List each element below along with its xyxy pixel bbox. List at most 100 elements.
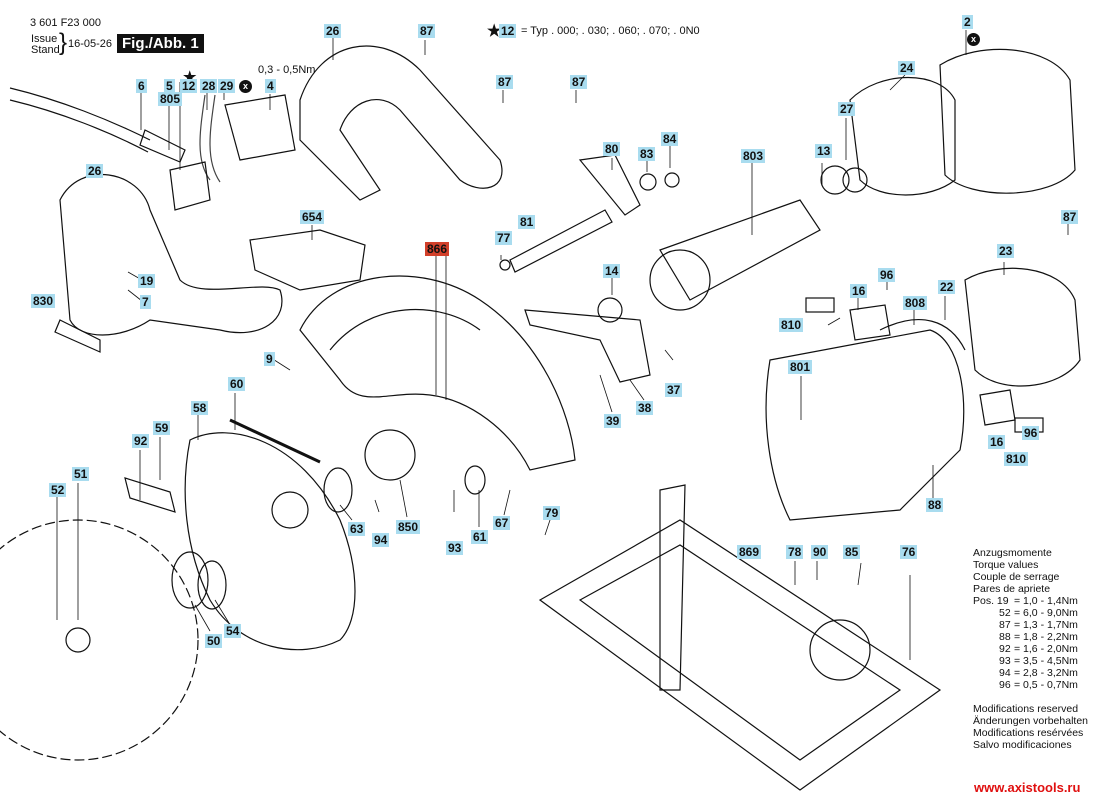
part-label[interactable]: 16 xyxy=(988,435,1006,449)
part-label[interactable]: 96 xyxy=(878,268,896,282)
torque-title-es: Pares de apriete xyxy=(973,583,1051,595)
part-label[interactable]: 90 xyxy=(811,545,829,559)
part-label[interactable]: 67 xyxy=(493,516,511,530)
part-label[interactable]: 850 xyxy=(396,520,421,534)
part-number: 3 601 F23 000 xyxy=(30,17,101,29)
cable-sleeve xyxy=(139,129,186,163)
bevel-scale xyxy=(809,619,871,681)
modifications-de: Änderungen vorbehalten xyxy=(973,715,1089,727)
part-label[interactable]: 14 xyxy=(603,264,621,278)
part-label[interactable]: 83 xyxy=(638,147,656,161)
issue-date: 16-05-26 xyxy=(68,38,113,50)
stator xyxy=(939,48,1076,194)
motor-housing xyxy=(765,329,965,521)
part-label[interactable]: 50 xyxy=(205,634,223,648)
part-label[interactable]: 810 xyxy=(1004,452,1029,466)
armature xyxy=(659,199,821,301)
part-label[interactable]: 5 xyxy=(164,79,175,93)
bearing-14 xyxy=(597,297,623,323)
switch-torque: 0,3 - 0,5Nm xyxy=(258,64,316,76)
blade-arbor xyxy=(65,627,91,653)
part-label[interactable]: 16 xyxy=(850,284,868,298)
part-label[interactable]: 76 xyxy=(900,545,918,559)
torque-value: = 1,6 - 2,0Nm xyxy=(1014,643,1078,655)
part-label[interactable]: 26 xyxy=(324,24,342,38)
torque-value: = 0,5 - 0,7Nm xyxy=(1014,679,1078,691)
bearing-63 xyxy=(323,467,353,513)
part-label[interactable]: 830 xyxy=(31,294,56,308)
part-label[interactable]: 87 xyxy=(570,75,588,89)
power-cable xyxy=(9,87,151,153)
part-label[interactable]: 7 xyxy=(140,295,151,309)
brush-holder-16b xyxy=(979,389,1016,426)
part-label[interactable]: 4 xyxy=(265,79,276,93)
side-handle xyxy=(59,174,283,336)
part-label[interactable]: 85 xyxy=(843,545,861,559)
part-label[interactable]: 12 xyxy=(180,79,198,93)
part-label[interactable]: 59 xyxy=(153,421,171,435)
part-label[interactable]: 29 xyxy=(218,79,236,93)
part-label[interactable]: 58 xyxy=(191,401,209,415)
part-label[interactable]: 805 xyxy=(158,92,183,106)
part-label[interactable]: 19 xyxy=(138,274,156,288)
part-label[interactable]: 51 xyxy=(72,467,90,481)
flange-54 xyxy=(197,560,227,610)
torque-pos: 92 xyxy=(999,643,1011,655)
part-label[interactable]: 78 xyxy=(786,545,804,559)
ring-27 xyxy=(842,167,868,193)
part-label[interactable]: 54 xyxy=(224,624,242,638)
part-label[interactable]: 87 xyxy=(496,75,514,89)
guard-hole xyxy=(271,491,309,529)
part-label[interactable]: 37 xyxy=(665,383,683,397)
part-label[interactable]: 869 xyxy=(737,545,762,559)
part-label[interactable]: 27 xyxy=(838,102,856,116)
part-label[interactable]: 9 xyxy=(264,352,275,366)
part-label[interactable]: 77 xyxy=(495,231,513,245)
lever-59 xyxy=(124,477,176,513)
part-label[interactable]: 13 xyxy=(815,144,833,158)
part-label[interactable]: 22 xyxy=(938,280,956,294)
part-label[interactable]: 38 xyxy=(636,401,654,415)
website-link[interactable]: www.axistools.ru xyxy=(974,780,1081,795)
part-label[interactable]: 6 xyxy=(136,79,147,93)
part-label[interactable]: 39 xyxy=(604,414,622,428)
bushing-61 xyxy=(464,465,486,495)
type-star-icon: ★ xyxy=(487,23,502,40)
part-label[interactable]: 84 xyxy=(661,132,679,146)
part-label[interactable]: 23 xyxy=(997,244,1015,258)
part-label[interactable]: 81 xyxy=(518,215,536,229)
armature-fan xyxy=(649,249,711,311)
torque-title-fr: Couple de serrage xyxy=(973,571,1060,583)
part-label[interactable]: 803 xyxy=(741,149,766,163)
part-label[interactable]: 94 xyxy=(372,533,390,547)
depth-guide xyxy=(659,484,686,691)
part-label[interactable]: 801 xyxy=(788,360,813,374)
part-label[interactable]: 87 xyxy=(1061,210,1079,224)
part-label-highlighted[interactable]: 866 xyxy=(425,242,450,256)
part-label[interactable]: 93 xyxy=(446,541,464,555)
part-label[interactable]: 60 xyxy=(228,377,246,391)
brush-top xyxy=(805,297,835,313)
part-label[interactable]: 24 xyxy=(898,61,916,75)
part-label[interactable]: 52 xyxy=(49,483,67,497)
part-label[interactable]: 2 xyxy=(962,15,973,29)
part-label[interactable]: 61 xyxy=(471,530,489,544)
part-label[interactable]: 26 xyxy=(86,164,104,178)
fan-baffle xyxy=(849,76,956,196)
part-label[interactable]: 63 xyxy=(348,522,366,536)
part-label[interactable]: 808 xyxy=(903,296,928,310)
torque-pos: 87 xyxy=(999,619,1011,631)
part-label[interactable]: 28 xyxy=(200,79,218,93)
part-label[interactable]: 88 xyxy=(926,498,944,512)
part-label[interactable]: 92 xyxy=(132,434,150,448)
x-marker-icon: x xyxy=(967,33,980,46)
lever-80 xyxy=(578,154,641,216)
part-label[interactable]: 80 xyxy=(603,142,621,156)
part-label[interactable]: 96 xyxy=(1022,426,1040,440)
part-label[interactable]: 79 xyxy=(543,506,561,520)
part-label[interactable]: 810 xyxy=(779,318,804,332)
saw-blade xyxy=(0,519,199,761)
part-label[interactable]: 87 xyxy=(418,24,436,38)
part-label[interactable]: 654 xyxy=(300,210,325,224)
torque-value: = 1,0 - 1,4Nm xyxy=(1014,595,1078,607)
